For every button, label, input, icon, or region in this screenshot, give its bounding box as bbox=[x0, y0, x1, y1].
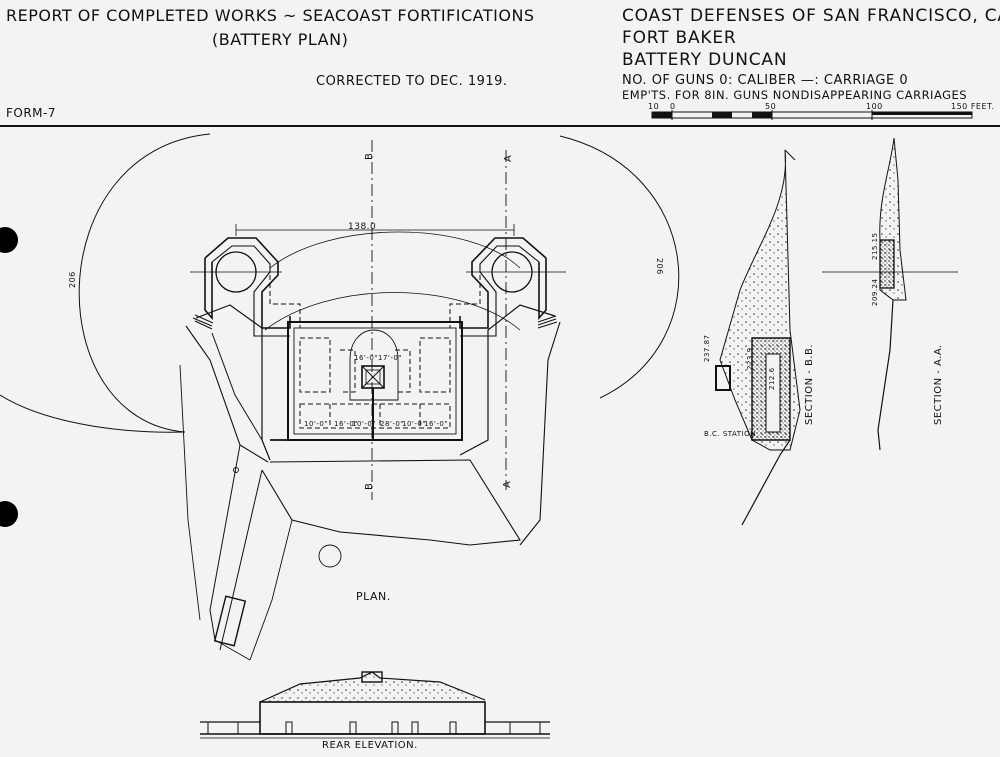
form-number: FORM-7 bbox=[6, 106, 57, 120]
report-title: REPORT OF COMPLETED WORKS ~ SEACOAST FOR… bbox=[6, 6, 535, 25]
section-marker-a-top: A bbox=[503, 154, 514, 162]
section-marker-b-top: B bbox=[364, 152, 375, 160]
plan-label: PLAN. bbox=[356, 590, 391, 603]
section-bb bbox=[715, 149, 801, 526]
section-marker-a-bottom: A bbox=[502, 480, 513, 488]
room-label: 16'-0" bbox=[424, 420, 449, 428]
battery-name: BATTERY DUNCAN bbox=[622, 50, 788, 70]
room-label: 17'-0" bbox=[378, 354, 403, 362]
fort-name: FORT BAKER bbox=[622, 28, 737, 48]
scale-bar bbox=[651, 110, 973, 120]
room-label: 28'-0" bbox=[380, 420, 405, 428]
rear-elevation-label: REAR ELEVATION. bbox=[322, 740, 418, 751]
field-of-fire-arc-right bbox=[559, 135, 680, 399]
outbuilding bbox=[213, 595, 247, 647]
rear-elevation bbox=[200, 671, 550, 739]
field-of-fire-arc-left bbox=[78, 133, 211, 433]
plan-view bbox=[0, 133, 680, 661]
plan-type: (BATTERY PLAN) bbox=[212, 30, 349, 49]
section-aa-label: SECTION - A.A. bbox=[933, 344, 944, 425]
scale-tick: 0 bbox=[670, 102, 676, 111]
elevation-mark: 212.6 bbox=[768, 367, 776, 390]
room-label: 10'-0" bbox=[402, 420, 427, 428]
elevation-mark: 209.24 bbox=[871, 278, 879, 307]
room-label: 16'-0" bbox=[354, 354, 379, 362]
room-label: 10'-0" bbox=[304, 420, 329, 428]
section-bb-label: SECTION - B.B. bbox=[804, 343, 815, 425]
punch-hole bbox=[0, 227, 18, 253]
dimension-label: 138.0 bbox=[348, 222, 377, 232]
scale-tick: 50 bbox=[765, 102, 777, 111]
radius-label-left: 206 bbox=[68, 271, 77, 288]
scale-tick: 100 bbox=[866, 102, 883, 111]
elevation-mark: 223.9 bbox=[746, 347, 754, 370]
radius-label-right: 206 bbox=[655, 258, 664, 275]
corrected-date: CORRECTED TO DEC. 1919. bbox=[316, 74, 508, 89]
punch-hole bbox=[0, 501, 18, 527]
district-title: COAST DEFENSES OF SAN FRANCISCO, CAL. bbox=[622, 6, 1000, 26]
room-label: 10'-0" bbox=[352, 420, 377, 428]
guns-line: NO. OF GUNS 0: CALIBER —: CARRIAGE 0 bbox=[622, 73, 909, 88]
section-aa bbox=[822, 137, 958, 451]
bc-station-label: B.C. STATION bbox=[704, 430, 756, 438]
room-label: 16'-0" bbox=[334, 420, 359, 428]
scale-tick: 10 bbox=[648, 102, 660, 111]
elevation-mark: 237.87 bbox=[703, 334, 711, 363]
section-marker-b-bottom: B bbox=[364, 482, 375, 490]
emplacements-line: EMP'TS. FOR 8IN. GUNS NONDISAPPEARING CA… bbox=[622, 88, 968, 102]
scale-tick: 150 FEET. bbox=[951, 102, 995, 111]
elevation-mark: 215.15 bbox=[871, 232, 879, 261]
